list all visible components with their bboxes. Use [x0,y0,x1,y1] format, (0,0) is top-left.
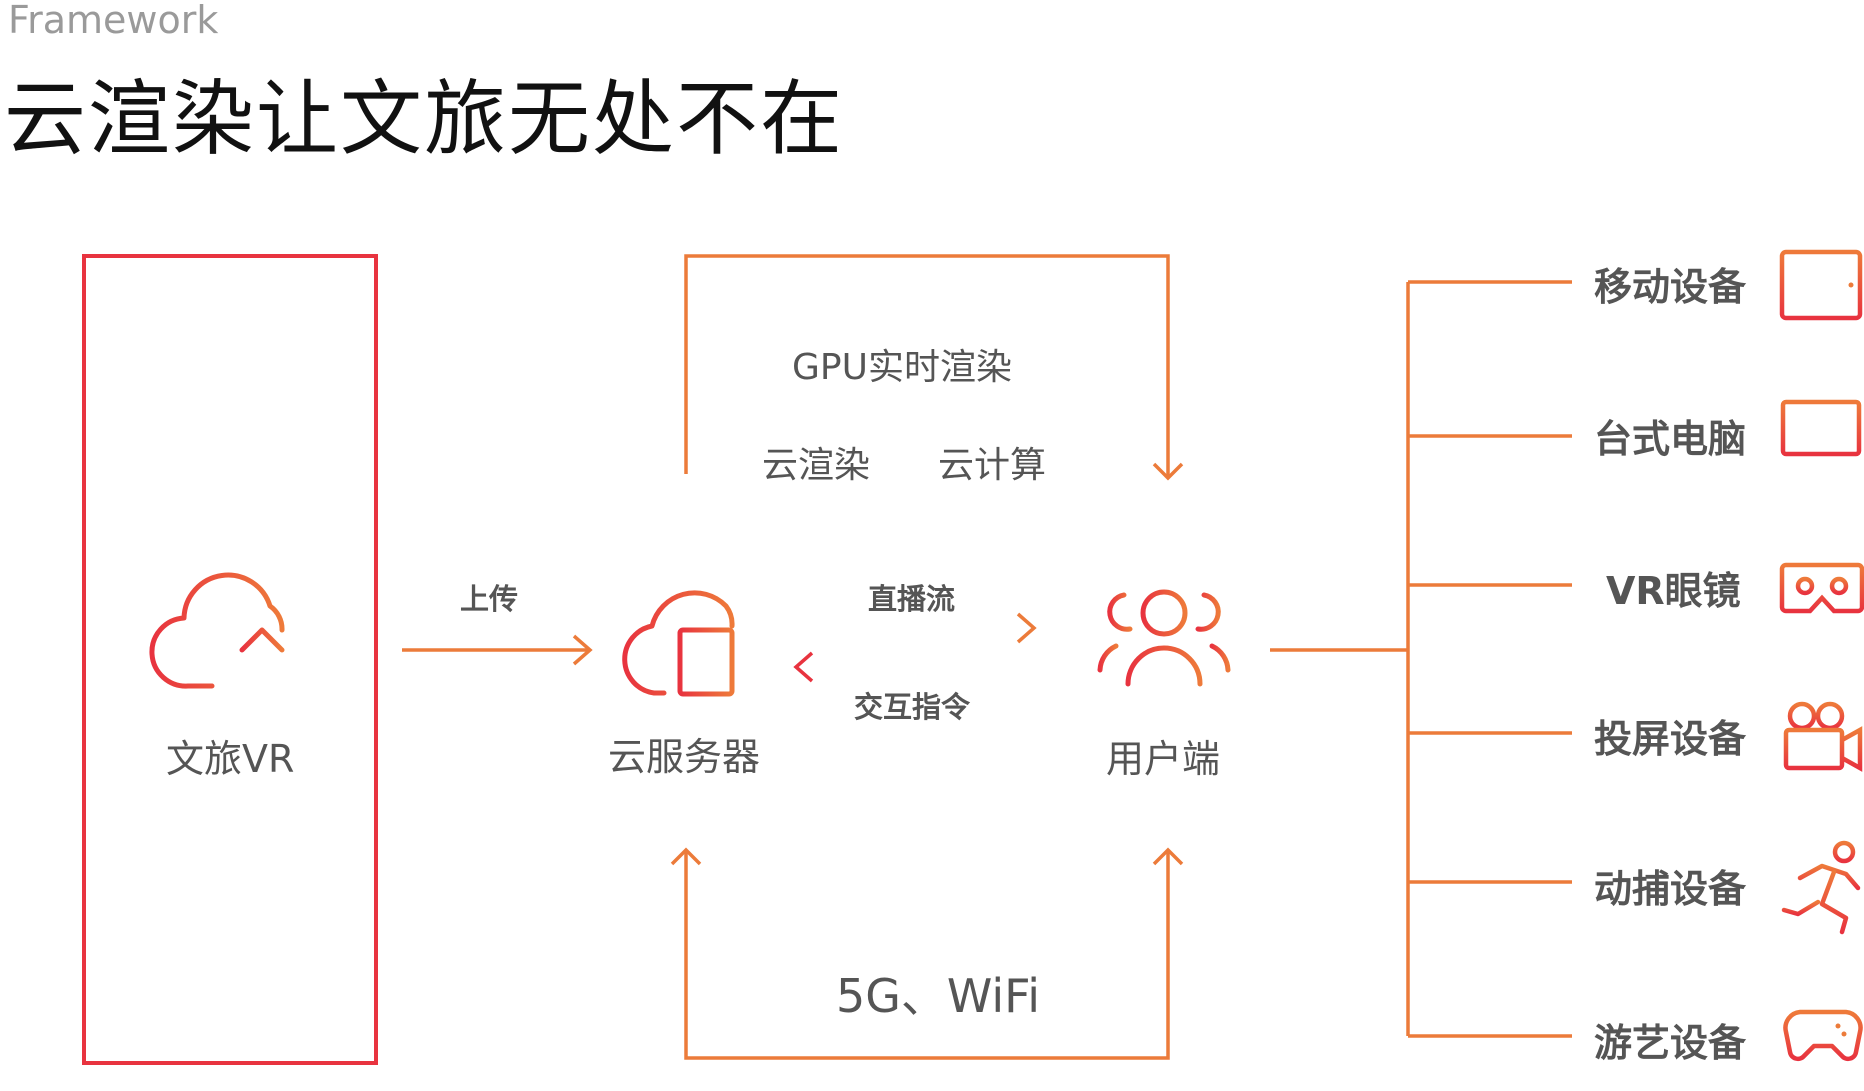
live-stream-label: 直播流 [868,582,956,616]
users-icon [1097,589,1231,687]
top-loop-arrowhead [1152,462,1184,481]
source-node-label: 文旅VR [166,737,295,781]
source-frame [82,254,378,1065]
device-label-arcade: 游艺设备 [1594,1021,1747,1065]
device-label-mobile: 移动设备 [1594,265,1747,309]
video-camera-icon [1783,701,1863,772]
bottom-loop-arrow-left [670,847,702,866]
cloud-upload-icon [149,572,285,689]
upload-label: 上传 [460,582,519,616]
cloud-computing-label: 云计算 [938,445,1047,486]
page-title: 云渲染让文旅无处不在 [4,72,845,167]
device-label-vr: VR眼镜 [1606,569,1741,613]
gpu-rendering-label: GPU实时渲染 [792,347,1012,388]
cloud-rendering-label: 云渲染 [762,445,871,486]
cloud-server-icon [622,590,735,697]
device-label-desktop: 台式电脑 [1594,417,1747,461]
bottom-loop-arrow-right [1152,847,1184,866]
device-label-mocap: 动捕设备 [1594,867,1747,911]
gamepad-icon [1783,1009,1863,1062]
network-label: 5G、WiFi [836,969,1041,1023]
monitor-icon [1780,399,1862,473]
server-node-label: 云服务器 [608,735,761,779]
top-loop-line [684,254,1170,478]
interaction-label: 交互指令 [854,690,971,724]
vr-headset-icon [1779,562,1864,614]
bottom-loop-line [684,850,1170,1060]
running-person-icon [1781,840,1861,935]
tablet-icon [1779,249,1863,321]
eyebrow-label: Framework [8,0,219,42]
device-label-projection: 投屏设备 [1594,717,1747,761]
users-node-label: 用户端 [1106,737,1221,781]
